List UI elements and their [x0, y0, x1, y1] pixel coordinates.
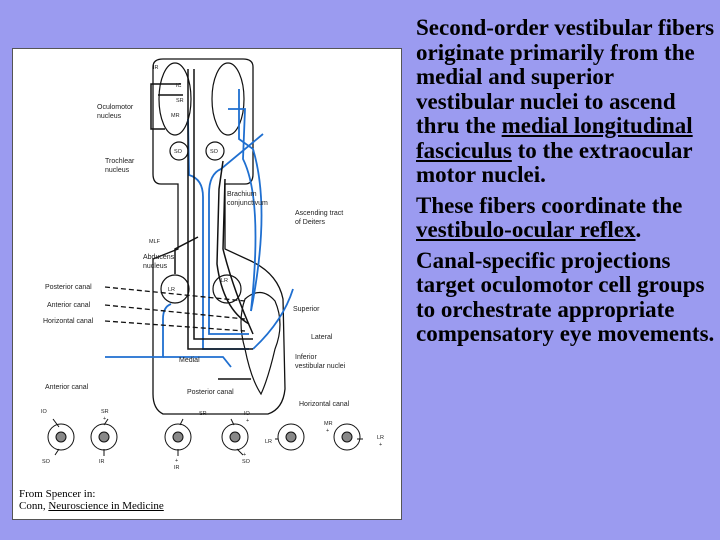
label-ir: IR	[153, 65, 159, 71]
eye-diagrams	[47, 418, 363, 456]
eye-label-lr-1: LR	[265, 439, 272, 445]
figure-credit: From Spencer in: Conn, Neuroscience in M…	[19, 488, 164, 512]
label-lr-right: LR	[221, 278, 228, 284]
trochlear-right-circle	[205, 141, 225, 161]
label-oculomotor-2: nucleus	[97, 113, 122, 120]
eye-label-so-2: SO	[242, 459, 251, 465]
abducens-right-circle	[212, 274, 242, 304]
label-so-right: SO	[210, 149, 219, 155]
abducens-left-circle	[160, 274, 190, 304]
vestibular-nuclei-shape	[240, 291, 281, 396]
label-mr: MR	[171, 113, 180, 119]
label-so-left: SO	[174, 149, 183, 155]
p1-text-a: Second-order vestibular fibers originate…	[416, 15, 715, 138]
label-abducens-1: Abducens	[143, 254, 175, 261]
blue-pathways	[105, 89, 294, 368]
canal-input-lines	[104, 286, 246, 332]
label-anterior-canal: Anterior canal	[47, 302, 91, 309]
eye-label-plus-3: +	[326, 428, 329, 434]
eye-label-plus-5: +	[175, 458, 178, 464]
credit-line-1: From Spencer in:	[19, 488, 96, 500]
credit-book-title: Neuroscience in Medicine	[48, 500, 164, 512]
label-lateral: Lateral	[311, 334, 333, 341]
vor-term: vestibulo-ocular reflex	[416, 217, 636, 242]
label-sr: SR	[176, 98, 184, 104]
credit-line-2: Conn, Neuroscience in Medicine	[19, 500, 164, 512]
label-inferior-2: vestibular nuclei	[295, 363, 346, 370]
mlf-term: medial longitudinal fasciculus	[416, 113, 693, 163]
eye-label-plus-4: +	[379, 442, 382, 448]
eye-label-so-1: SO	[42, 459, 51, 465]
label-oculomotor-1: Oculomotor	[97, 104, 134, 111]
eye-label-plus-6: +	[243, 452, 246, 458]
vestibular-pathway-figure: IR IC SR MR Oculomotor nucleus Trochlear…	[12, 48, 402, 520]
label-brachium-1: Brachium	[227, 191, 257, 198]
eye-label-sr-1: SR	[101, 409, 109, 415]
p1-text-b: to the extraocular motor nuclei.	[416, 137, 693, 187]
label-ascending-1: Ascending tract	[295, 210, 343, 217]
paragraph-canal-specific: Canal-specific projections target oculom…	[416, 247, 715, 346]
label-superior: Superior	[293, 306, 320, 313]
label-inferior-1: Inferior	[295, 354, 317, 361]
eye-label-sr-2: SR	[199, 411, 207, 417]
eye-label-ir-1: IR	[99, 459, 105, 465]
label-ascending-2: of Deiters	[295, 219, 325, 226]
paragraph-vor: These fibers coordinate the vestibulo-oc…	[416, 192, 716, 243]
eye-label-lr-2: LR	[377, 435, 384, 441]
eye-label-io-2: IO	[244, 411, 251, 417]
label-trochlear-1: Trochlear	[105, 158, 135, 165]
label-brachium-2: conjunctivum	[227, 200, 268, 207]
eye-label-plus-2: +	[246, 418, 249, 424]
label-posterior-canal: Posterior canal	[45, 284, 92, 291]
oculomotor-left-oval	[158, 62, 192, 136]
label-bottom-posterior: Posterior canal	[187, 389, 234, 396]
label-bottom-horizontal: Horizontal canal	[299, 401, 350, 408]
label-abducens-2: nucleus	[143, 263, 168, 270]
p2-text-b: .	[635, 217, 642, 242]
credit-author: Conn,	[19, 500, 49, 512]
slide-text: Second-order vestibular fibers originate…	[416, 15, 716, 353]
label-trochlear-2: nucleus	[105, 167, 130, 174]
black-pathways	[150, 69, 254, 380]
label-ic: IC	[176, 83, 182, 89]
eye-label-plus-1: +	[103, 416, 106, 422]
paragraph-second-order: Second-order vestibular fibers originate…	[416, 15, 716, 188]
label-mlf: MLF	[149, 239, 161, 245]
label-bottom-anterior: Anterior canal	[45, 384, 89, 391]
label-lr-left: LR	[168, 287, 175, 293]
label-horizontal-canal: Horizontal canal	[43, 318, 94, 325]
eye-label-io-1: IO	[41, 409, 48, 415]
oculomotor-right-oval	[211, 62, 245, 136]
brainstem-outline	[152, 58, 286, 415]
p2-text-a: These fibers coordinate the	[416, 192, 683, 218]
eye-label-ir-2: IR	[174, 465, 180, 471]
eye-label-mr: MR	[324, 421, 333, 427]
label-medial: Medial	[179, 357, 200, 364]
pathway-diagram: IR IC SR MR Oculomotor nucleus Trochlear…	[41, 58, 384, 471]
